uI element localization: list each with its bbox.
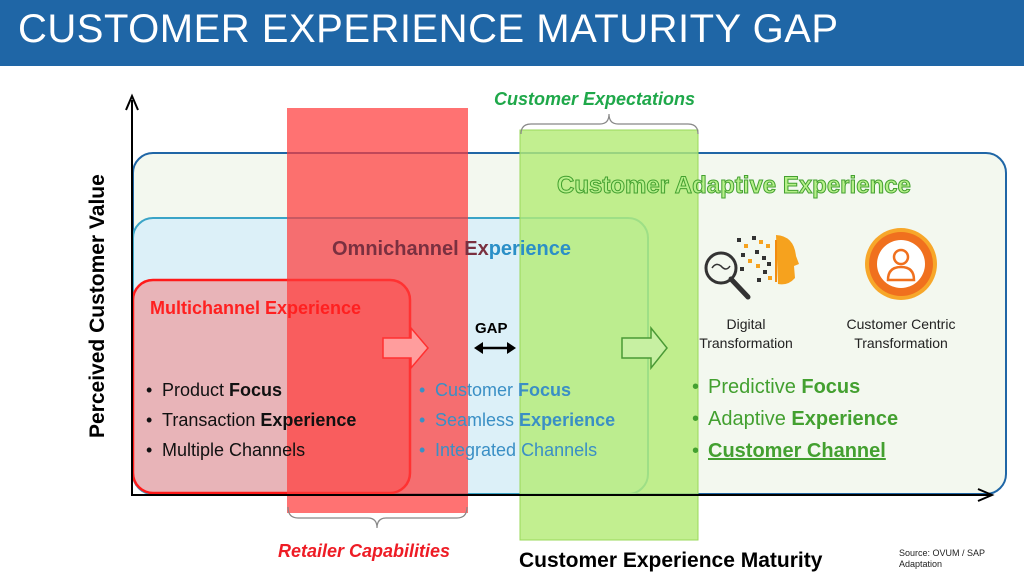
y-axis — [125, 93, 139, 496]
transition-arrow-2 — [621, 325, 668, 371]
omnichannel-bullets: Customer Focus Seamless Experience Integ… — [419, 375, 615, 465]
list-item: Integrated Channels — [419, 435, 615, 465]
digital-transformation-caption: Digital Transformation — [676, 315, 816, 353]
x-axis — [131, 488, 995, 502]
gap-label: GAP — [475, 320, 508, 337]
customer-expectations-label: Customer Expectations — [494, 89, 696, 109]
list-item: Predictive Focus — [692, 371, 898, 403]
list-item: Customer Focus — [419, 375, 615, 405]
customer-centric-icon — [865, 228, 937, 300]
digital-caption-line-1: Digital — [726, 316, 766, 332]
multichannel-bullets: Product Focus Transaction Experience Mul… — [146, 375, 356, 465]
list-item: Transaction Experience — [146, 405, 356, 435]
adaptive-bullets: Predictive Focus Adaptive Experience Cus… — [692, 371, 898, 467]
retailer-capabilities-brace — [287, 506, 468, 529]
adaptive-experience-heading: Customer Adaptive Experience — [557, 172, 912, 200]
gap-double-arrow — [474, 342, 516, 354]
retailer-capabilities-label: Retailer Capabilities — [278, 541, 451, 561]
customer-expectations-brace — [520, 113, 699, 135]
centric-caption-line-1: Customer Centric — [846, 316, 956, 332]
transition-arrow-1 — [382, 325, 429, 371]
multichannel-experience-heading: Multichannel Experience — [150, 298, 362, 318]
centric-caption-line-2: Transformation — [854, 335, 948, 351]
list-item: Multiple Channels — [146, 435, 356, 465]
customer-centric-caption: Customer Centric Transformation — [826, 315, 976, 353]
source-note: Source: OVUM / SAP Adaptation — [899, 548, 985, 570]
digital-transformation-icon — [704, 235, 799, 300]
omnichannel-heading-part-a: Omnichannel Ex — [332, 238, 489, 260]
y-axis-label: Perceived Customer Value — [86, 174, 109, 438]
list-item: Seamless Experience — [419, 405, 615, 435]
list-item: Product Focus — [146, 375, 356, 405]
omnichannel-experience-heading: Omnichannel Experience — [332, 238, 571, 261]
customer-expectations-band — [519, 129, 699, 541]
list-item: Adaptive Experience — [692, 403, 898, 435]
digital-caption-line-2: Transformation — [699, 335, 793, 351]
list-item: Customer Channel — [692, 435, 898, 467]
x-axis-label: Customer Experience Maturity — [519, 549, 823, 572]
omnichannel-heading-part-b: perience — [488, 238, 571, 260]
page-title: CUSTOMER EXPERIENCE MATURITY GAP — [18, 7, 839, 51]
title-bar — [0, 0, 1024, 66]
source-line-2: Adaptation — [899, 559, 943, 569]
source-line-1: Source: OVUM / SAP — [899, 548, 986, 558]
